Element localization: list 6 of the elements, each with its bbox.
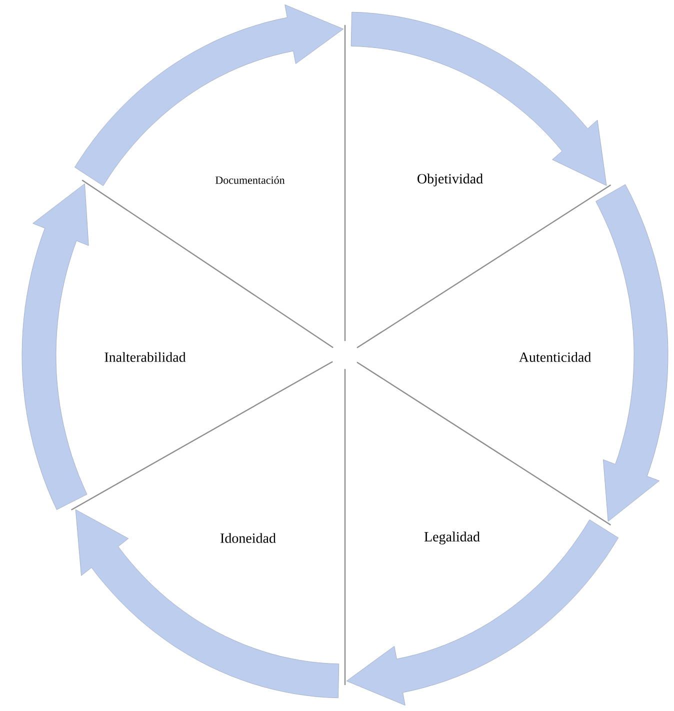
segment-label: Documentación xyxy=(216,176,285,184)
segment-label: Idoneidad xyxy=(220,533,276,543)
segment-label: Legalidad xyxy=(424,532,480,544)
segment-label: Objetividad xyxy=(418,174,483,186)
segment-label: Autenticidad xyxy=(519,352,592,362)
segment-label: Inalterabilidad xyxy=(104,352,186,362)
